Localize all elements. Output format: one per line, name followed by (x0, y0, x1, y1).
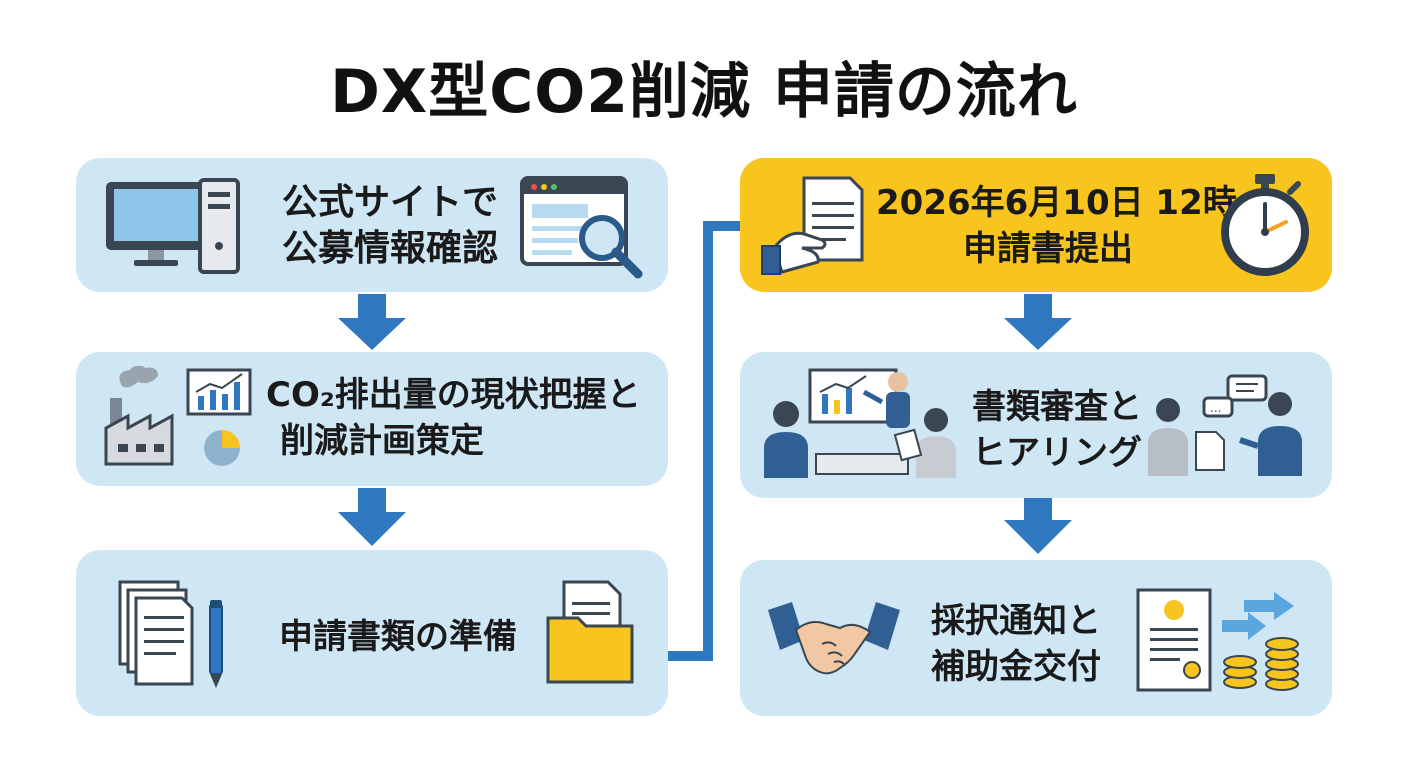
folder-icon (544, 578, 638, 692)
step-label-1: 公式サイトで 公募情報確認 (281, 182, 498, 269)
arrow-down-icon (1004, 496, 1072, 554)
presentation-meeting-icon (756, 362, 970, 488)
documents-pen-icon (114, 578, 234, 694)
step-label-3: 申請書類の準備 (279, 617, 517, 657)
page-title: DX型CO2削減 申請の流れ (330, 57, 1078, 127)
hand-document-icon (760, 172, 870, 282)
step-label-6: 採択通知と 補助金交付 (931, 601, 1101, 687)
arrow-down-icon (1004, 294, 1072, 350)
interview-icon: ... (1144, 372, 1312, 484)
step-label-5: 書類審査と ヒアリング (972, 387, 1142, 473)
factory-icon (100, 365, 186, 474)
browser-search-icon (520, 176, 646, 284)
computer-icon (104, 176, 244, 280)
chart-icon (186, 366, 256, 474)
step-label-4: 2026年6月10日 12時 申請書提出 (876, 183, 1237, 269)
stopwatch-icon (1220, 170, 1310, 284)
arrow-down-icon (338, 294, 406, 350)
handshake-icon (766, 600, 902, 690)
certificate-coins-icon (1136, 586, 1312, 700)
step-label-2: CO₂排出量の現状把握と 削減計画策定 (266, 375, 641, 461)
step-box-2 (76, 352, 668, 486)
arrow-down-icon (338, 488, 406, 546)
svg-text:...: ... (1210, 401, 1221, 415)
